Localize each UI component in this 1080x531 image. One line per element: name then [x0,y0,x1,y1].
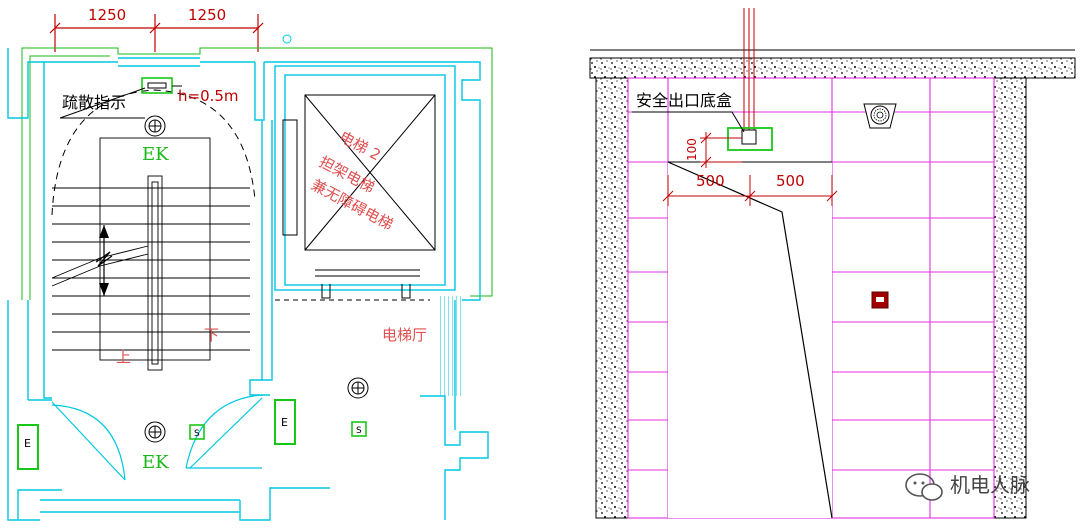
switch-2 [351,421,367,437]
dim-100: 100 [685,138,699,161]
open-door-leaf [667,161,833,519]
conduit [743,8,755,130]
elevator-door [315,269,420,299]
outer-wall [21,47,493,300]
speaker-icon [863,103,897,129]
arrow-up-icon [99,225,109,238]
switch-1-label: S [194,429,200,439]
ceiling-slab [589,57,1076,79]
panel-e-left-label: E [24,437,31,450]
ek-label-top: EK [142,144,169,165]
height-note: h=0.5m [178,87,239,105]
evac-sign-label: 疏散指示 [62,93,126,112]
vertical-dim [700,132,742,168]
right-wall [993,77,1027,519]
horizontal-dim [662,175,838,206]
evac-sign [59,77,182,119]
panel-e-right [274,399,296,445]
marker-circle [282,34,292,44]
ek-label-bottom: EK [142,452,169,473]
elevator-shaft [282,94,436,251]
panel-e-right-label: E [281,416,288,429]
emergency-light-bottom-icon [144,421,166,443]
door-left [51,401,126,481]
exit-box [741,129,757,145]
right-elevation: 安全出口底盒 100 500 500 [589,8,1076,519]
lobby-light-icon [347,377,369,399]
watermark: 机电人脉 [905,473,1030,501]
stair-treads [51,137,250,371]
switch-1 [189,424,205,440]
stair-down-label: 下 [204,326,219,344]
panel-e-left [17,424,39,470]
arrow-down-icon [99,283,109,296]
dim-500-right: 500 [776,172,805,190]
stair-up-label: 上 [116,348,131,366]
switch-2-label: S [356,426,362,436]
lobby-label: 电梯厅 [382,326,427,344]
cyan-walls [7,48,489,521]
exit-box-leader [632,111,745,133]
left-wall [595,77,629,519]
door-right [185,394,263,469]
shaft-hatch [440,296,462,396]
elevator-label-1: 电梯 2 [336,128,384,165]
alarm-button-icon [871,291,889,309]
stair-arc [51,89,256,216]
dim-right-1250: 1250 [188,6,226,24]
exit-box-outline [727,127,773,151]
emergency-light-top-icon [144,115,166,137]
exit-box-label: 安全出口底盒 [636,91,732,110]
door-opening [668,162,832,518]
watermark-text: 机电人脉 [950,473,1030,497]
top-dimension [49,14,264,52]
dim-left-1250: 1250 [88,6,126,24]
left-floor-plan: 1250 1250 [7,6,493,521]
dim-500-left: 500 [696,172,725,190]
